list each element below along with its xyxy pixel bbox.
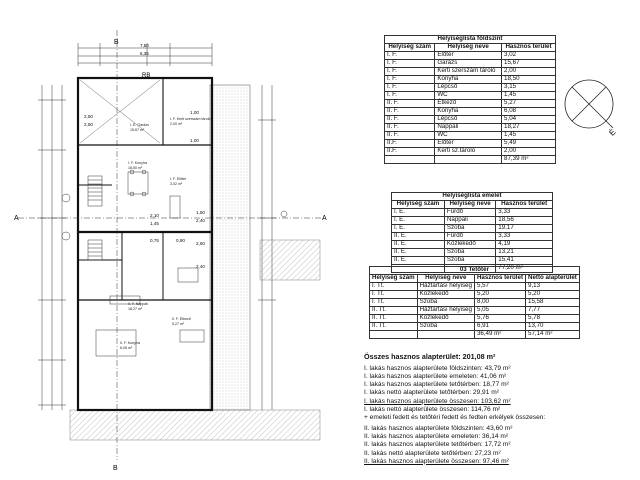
table-upper-floor: Helyiséglista emelet Helyiség szám Helyi… [391, 192, 553, 273]
building-outline [76, 76, 214, 412]
room-label: I. E. Garázs [130, 123, 149, 127]
table-total: 87,39 m² [501, 155, 556, 164]
table-cell: Szoba [416, 322, 475, 331]
dim-label: 2,40 [196, 218, 205, 223]
room-area: 6,08 m² [120, 346, 133, 350]
table-cell: II.F. [383, 147, 436, 156]
width-inner-label: 6,35 [140, 51, 149, 56]
dim-label: 1,45 [150, 221, 159, 226]
summary-line: I. lakás hasznos alapterülete összesen: … [364, 397, 511, 405]
table-ground-floor: Helyiséglista földszint Helyiség szám He… [383, 35, 556, 164]
room-area: 18,27 m² [128, 307, 143, 311]
table-cell: II. Tt. [369, 322, 418, 331]
room-area: 18,50 m² [128, 166, 143, 170]
table-total: 57,14 m² [525, 330, 580, 339]
room-label: II. F. Étkező [172, 316, 191, 321]
ridge-label: RB [142, 73, 150, 79]
site-hatch-bottom [69, 409, 321, 441]
site-hatch [259, 239, 321, 281]
room-label: II. F. Konyha [120, 341, 140, 345]
axis-a-left: A [14, 215, 19, 222]
table-total: 36,49 m² [473, 330, 527, 339]
summary-heading: Összes hasznos alapterület: 201,08 m² [364, 352, 496, 361]
table-cell: Szoba [443, 256, 497, 265]
width-top-label: 7,50 [140, 43, 149, 48]
summary-line: I. lakás nettó alapterülete összesen: 11… [364, 405, 501, 413]
summary-line: II. lakás hasznos alapterülete földszint… [364, 425, 513, 433]
room-label: I. F. Konyha [128, 161, 147, 165]
top-dimension-chain [77, 43, 213, 66]
floor-plan: B 7,50 6,35 [14, 30, 327, 472]
dim-label: 2,50 [84, 122, 93, 127]
room-label: I. F. Előtér [170, 177, 187, 181]
axis-a-right: A [322, 215, 327, 222]
room-area: 5,27 m² [172, 322, 185, 326]
summary-line: II. lakás hasznos alapterülete összesen:… [364, 457, 509, 465]
summary-line: I. lakás hasznos alapterülete tetőtérben… [364, 381, 509, 389]
furniture [95, 169, 205, 357]
area-summary: Összes hasznos alapterület: 201,08 m² I.… [364, 352, 634, 466]
axis-b-bottom: B [113, 465, 118, 472]
dim-label: 2,50 [84, 114, 93, 119]
summary-line: + emeleti fedett és tetőtéri fedett és f… [364, 413, 546, 421]
staircase [87, 175, 103, 261]
left-dimension-chain [38, 85, 66, 410]
garage-diagonals [79, 79, 161, 144]
room-area: 3,02 m² [170, 182, 183, 186]
room-area: 2,00 m² [170, 122, 183, 126]
north-label: É [607, 128, 617, 138]
dim-label: 2,10 [150, 213, 159, 218]
room-area: 15,67 m² [130, 128, 145, 132]
dim-label: 0,90 [176, 238, 185, 243]
room-label: II. F. Nappali [128, 302, 148, 306]
north-arrow: É [564, 79, 618, 138]
summary-line: I. lakás hasznos alapterülete emeleten: … [364, 373, 507, 381]
table-cell: II. E. [391, 256, 445, 265]
table-cell: Kerti sz.tároló [434, 147, 503, 156]
axis-b-top: B [114, 39, 119, 46]
summary-line: I. lakás hasznos alapterülete földszinte… [364, 364, 511, 372]
summary-line: II. lakás hasznos alapterülete emeleten:… [364, 433, 509, 441]
table-attic: 03 Tetőtér Helyiség szám Helyiség neve H… [369, 266, 580, 339]
summary-line: II. lakás hasznos alapterülete tetőtérbe… [364, 441, 511, 449]
summary-line: I. lakás nettó alapterülete tetőtérben: … [364, 389, 499, 397]
dim-label: 0,75 [150, 238, 159, 243]
room-label: I. F. Kerti szerszám tároló [170, 117, 211, 121]
dim-label: 1,00 [190, 110, 199, 115]
grid-markers [61, 193, 288, 241]
dim-label: 2,60 [196, 241, 205, 246]
dim-label: 2,40 [196, 264, 205, 269]
dim-label: 1,00 [190, 138, 199, 143]
dim-label: 1,50 [196, 210, 205, 215]
terrace-strip [209, 84, 251, 411]
summary-line: II. lakás nettó alapterülete tetőtérben:… [364, 449, 501, 457]
